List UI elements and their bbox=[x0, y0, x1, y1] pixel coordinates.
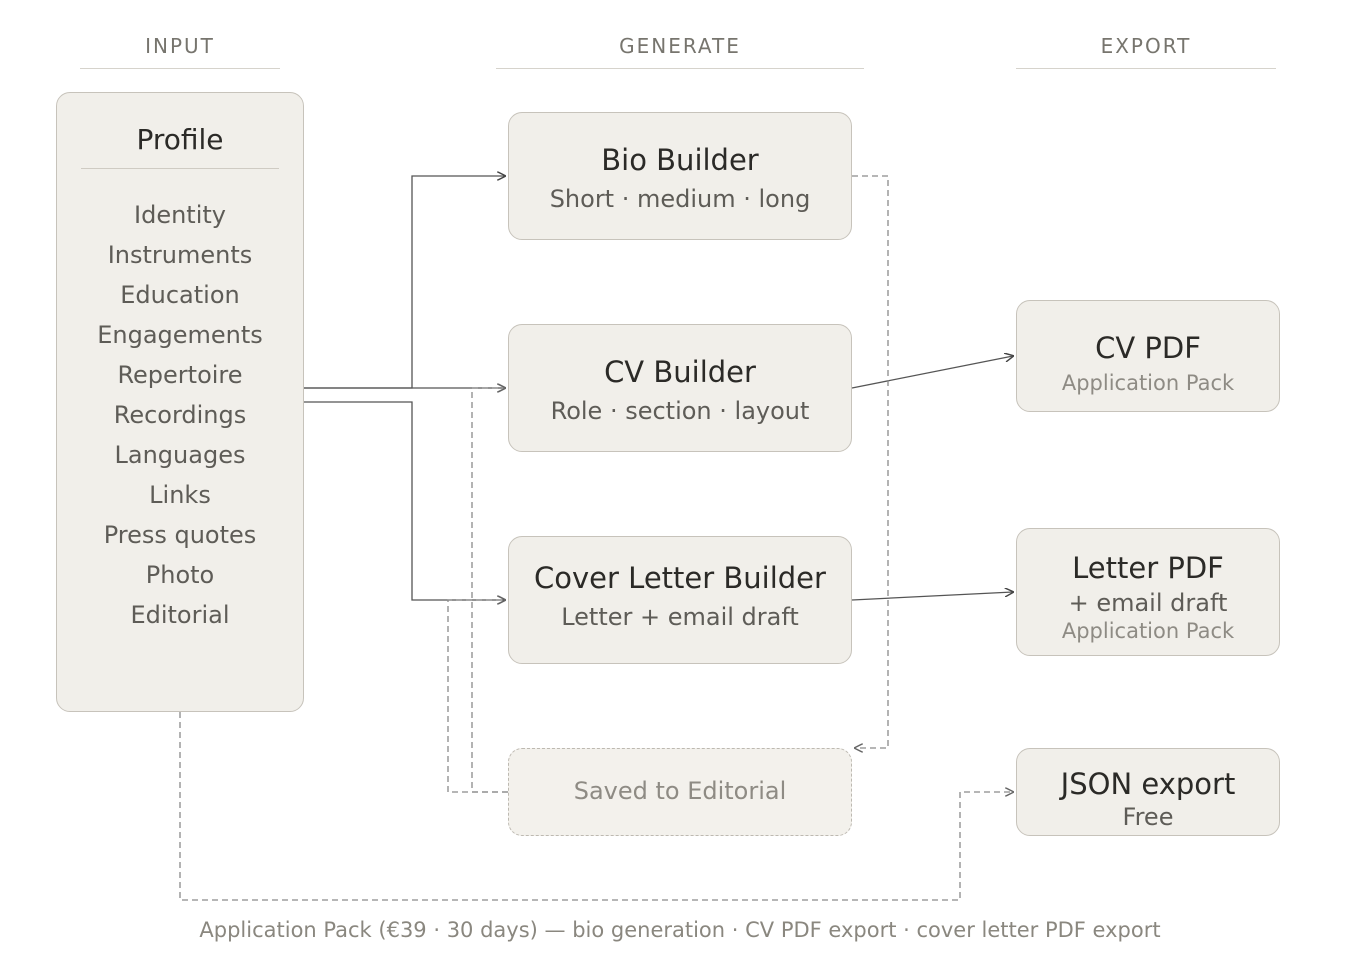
cv-builder-title: CV Builder bbox=[604, 355, 756, 389]
profile-item-identity: Identity bbox=[134, 201, 226, 229]
bio-builder-box: Bio Builder Short · medium · long bbox=[508, 112, 852, 240]
cv-builder-subtitle: Role · section · layout bbox=[550, 397, 810, 425]
cover-letter-builder-title: Cover Letter Builder bbox=[534, 561, 826, 595]
profile-field-list: Identity Instruments Education Engagemen… bbox=[57, 195, 303, 635]
footer-note: Application Pack (€39 · 30 days) — bio g… bbox=[199, 918, 1161, 942]
bio-builder-subtitle: Short · medium · long bbox=[549, 185, 811, 213]
saved-to-editorial-box: Saved to Editorial bbox=[508, 748, 852, 836]
connector-bio-to-saved bbox=[852, 175, 889, 748]
saved-to-editorial-label: Saved to Editorial bbox=[573, 777, 787, 805]
cv-builder-box: CV Builder Role · section · layout bbox=[508, 324, 852, 452]
connector-saved-to-cv bbox=[471, 388, 508, 793]
profile-item-editorial: Editorial bbox=[130, 601, 230, 629]
profile-item-education: Education bbox=[120, 281, 240, 309]
profile-item-engagements: Engagements bbox=[97, 321, 263, 349]
header-generate: GENERATE bbox=[496, 34, 864, 69]
cv-pdf-note: Application Pack bbox=[1061, 371, 1235, 395]
letter-pdf-note: Application Pack bbox=[1061, 619, 1235, 643]
json-export-title: JSON export bbox=[1060, 767, 1236, 801]
cv-pdf-title: CV PDF bbox=[1095, 331, 1201, 365]
connector-cv-to-cvpdf bbox=[851, 356, 1013, 389]
profile-item-photo: Photo bbox=[145, 561, 215, 589]
profile-title: Profile bbox=[81, 123, 279, 169]
connector-profile-bio bbox=[304, 176, 505, 389]
letter-pdf-box: Letter PDF + email draft Application Pac… bbox=[1016, 528, 1280, 656]
cover-letter-builder-box: Cover Letter Builder Letter + email draf… bbox=[508, 536, 852, 664]
profile-item-languages: Languages bbox=[114, 441, 246, 469]
profile-item-press-quotes: Press quotes bbox=[103, 521, 257, 549]
bio-builder-title: Bio Builder bbox=[601, 143, 759, 177]
letter-pdf-title: Letter PDF bbox=[1072, 551, 1224, 585]
json-export-subtitle: Free bbox=[1122, 803, 1174, 831]
profile-item-links: Links bbox=[149, 481, 211, 509]
cover-letter-builder-subtitle: Letter + email draft bbox=[561, 603, 799, 631]
json-export-box: JSON export Free bbox=[1016, 748, 1280, 836]
profile-item-repertoire: Repertoire bbox=[117, 361, 243, 389]
header-input: INPUT bbox=[80, 34, 280, 69]
connector-cover-to-letterpdf bbox=[851, 592, 1013, 601]
connector-saved-to-cover bbox=[447, 600, 508, 793]
header-export: EXPORT bbox=[1016, 34, 1276, 69]
profile-item-instruments: Instruments bbox=[107, 241, 253, 269]
profile-box: Profile Identity Instruments Education E… bbox=[56, 92, 304, 712]
profile-item-recordings: Recordings bbox=[113, 401, 247, 429]
cv-pdf-box: CV PDF Application Pack bbox=[1016, 300, 1280, 412]
connector-profile-cover bbox=[304, 401, 505, 600]
connector-profile-to-json bbox=[179, 712, 1013, 901]
letter-pdf-subtitle: + email draft bbox=[1068, 589, 1228, 617]
